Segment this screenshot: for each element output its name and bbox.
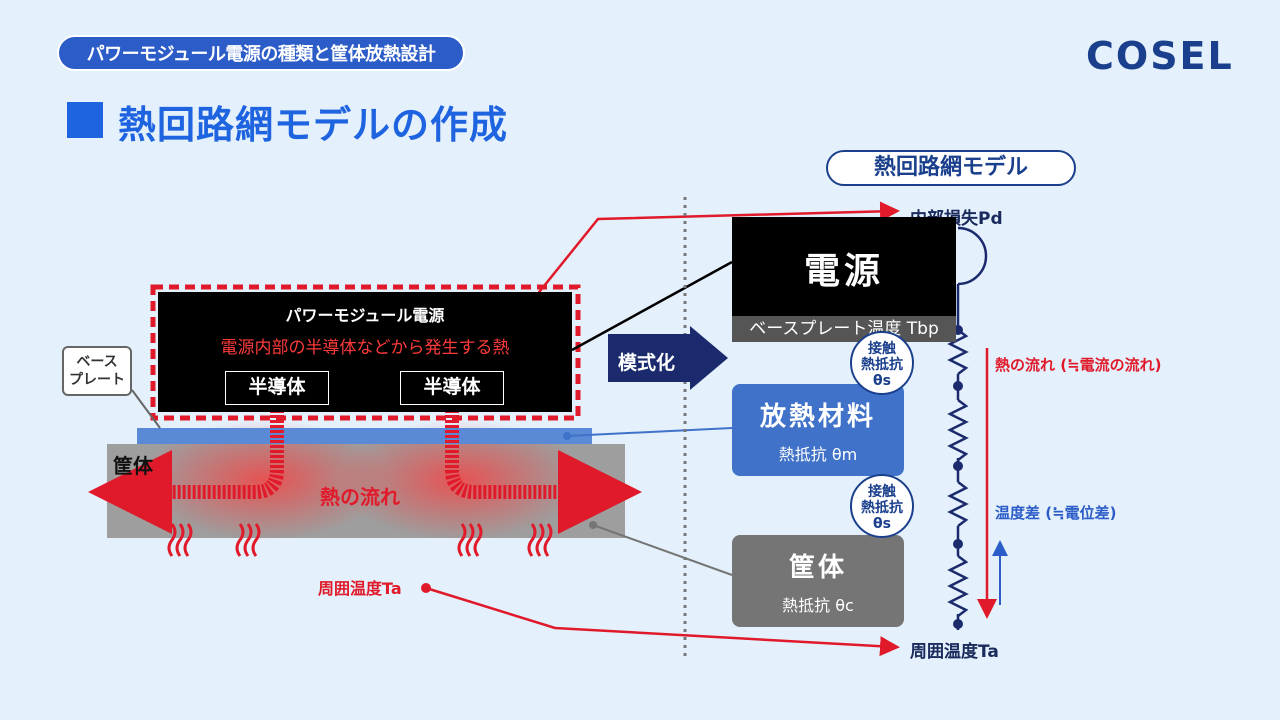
power-block-title: 電源	[803, 251, 884, 292]
contact-resistance-badge: 接触 熱抵抗 θs	[850, 331, 914, 395]
page-title: 熱回路網モデルの作成	[118, 103, 509, 147]
heat-glow	[335, 420, 585, 540]
psu-connector	[571, 260, 733, 352]
case-label: 筐体	[113, 454, 153, 478]
modeling-arrow	[608, 326, 728, 390]
contact-resistance-badge: 接触 熱抵抗 θs	[850, 474, 914, 538]
baseplate-leader	[131, 389, 161, 429]
material-connector	[566, 427, 733, 437]
material-block: 放熱材料 熱抵抗 θm	[732, 384, 904, 476]
resistor-ladder	[947, 226, 988, 630]
modeling-label: 模式化	[618, 352, 676, 374]
semiconductor-box: 半導体	[400, 371, 504, 405]
pd-connector	[510, 201, 900, 328]
section-tag: パワーモジュール電源の種類と筐体放熱設計	[57, 35, 465, 71]
baseplate-temp: ベースプレート温度 Tbp	[732, 316, 956, 342]
psu-title: パワーモジュール電源	[285, 306, 445, 325]
heat-path	[445, 410, 642, 534]
psu-highlight-frame	[150, 284, 581, 421]
ambient-label-left: 周囲温度Ta	[318, 579, 402, 598]
material-resistance: 熱抵抗 θm	[778, 445, 858, 464]
power-block	[732, 217, 956, 320]
model-title: 熱回路網モデル	[826, 150, 1076, 186]
material-title: 放熱材料	[759, 402, 876, 432]
ambient-label-right: 周囲温度Ta	[910, 642, 999, 662]
heat-wave-icon	[167, 523, 553, 557]
baseplate-strip	[137, 428, 592, 444]
heat-flow-label: 熱の流れ	[320, 485, 400, 509]
case-block-title: 筐体	[788, 553, 847, 583]
heat-path	[88, 410, 284, 534]
case-block: 筐体 熱抵抗 θc	[732, 535, 904, 627]
semiconductor-box: 半導体	[225, 371, 329, 405]
case-connector	[592, 524, 733, 576]
heat-glow	[140, 420, 390, 540]
heat-flow-model-label: 熱の流れ (≒電流の流れ)	[995, 356, 1162, 374]
psu-subtitle: 電源内部の半導体などから発生する熱	[220, 338, 510, 358]
case-resistance: 熱抵抗 θc	[782, 596, 854, 615]
cosel-logo: COSEL	[1086, 34, 1234, 78]
title-marker	[67, 102, 103, 138]
baseplate-label: ベース プレート	[62, 346, 132, 396]
temp-diff-label: 温度差 (≒電位差)	[995, 504, 1117, 522]
ambient-connector	[425, 586, 900, 657]
